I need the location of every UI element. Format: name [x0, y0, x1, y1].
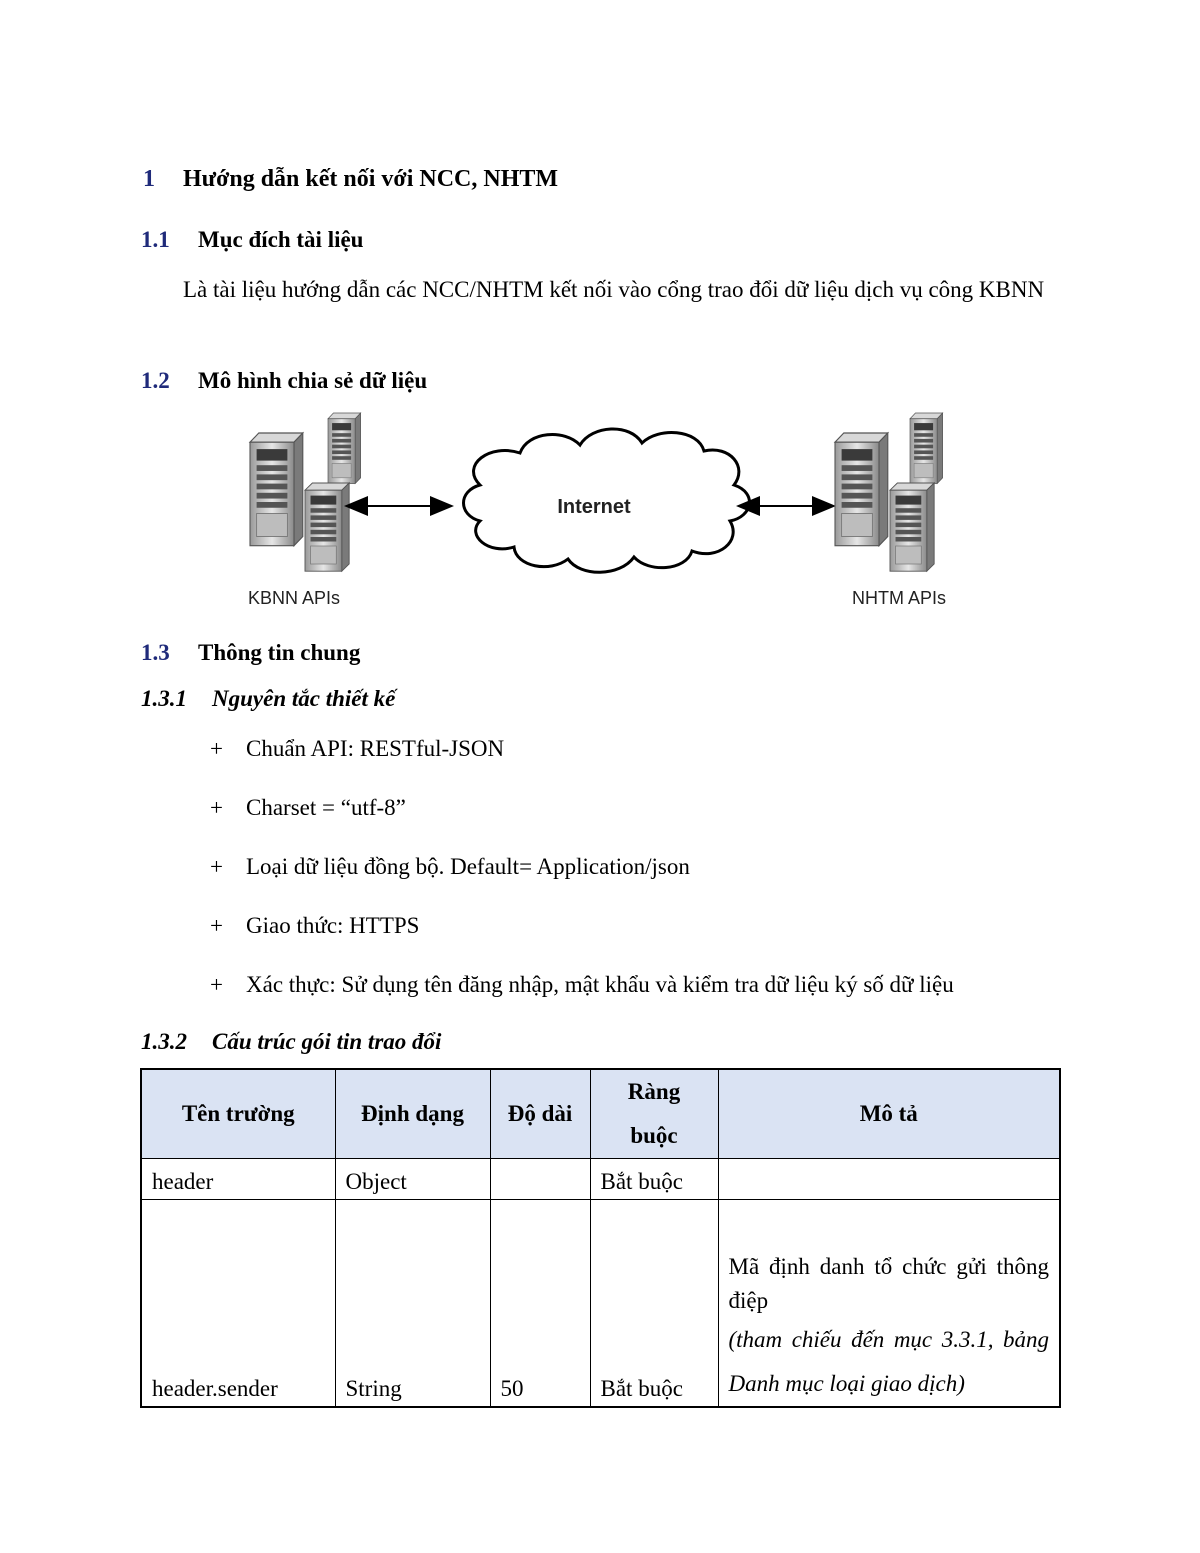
list-item-text: Chuẩn API: RESTful-JSON [246, 736, 505, 761]
section-heading-1-1: 1.1 Mục đích tài liệu [141, 227, 363, 253]
cloud-label: Internet [557, 496, 631, 518]
section-heading-1-3-2: 1.3.2 Cấu trúc gói tin trao đổi [141, 1029, 441, 1055]
cell-length [489, 1158, 591, 1200]
section-number: 1 [143, 166, 155, 192]
list-item: + Loại dữ liệu đồng bộ. Default= Applicat… [210, 854, 690, 880]
section-title: Mục đích tài liệu [198, 227, 364, 252]
section-number: 1.3.2 [141, 1029, 187, 1054]
bullet-symbol: + [210, 913, 223, 938]
cell-constraint: Bắt buộc [589, 1199, 719, 1408]
section-number: 1.1 [141, 227, 170, 252]
data-sharing-diagram: Internet KBNN APIs NHTM APIs [230, 405, 970, 620]
description-text: Mã định danh tổ chức gửi thông điệp [728, 1254, 1050, 1313]
cell-length: 50 [489, 1199, 591, 1408]
message-structure-table: Tên trường Định dạng Độ dài Ràng buộc Mô… [140, 1068, 1061, 1408]
section-title: Thông tin chung [198, 640, 361, 665]
section-heading-1-3-1: 1.3.1 Nguyên tắc thiết kế [141, 686, 395, 712]
right-label: NHTM APIs [852, 588, 946, 608]
section-heading-1: 1 Hướng dẫn kết nối với NCC, NHTM [143, 166, 558, 193]
list-item: + Giao thức: HTTPS [210, 913, 419, 939]
section-heading-1-2: 1.2 Mô hình chia sẻ dữ liệu [141, 368, 427, 394]
section-title: Hướng dẫn kết nối với NCC, NHTM [183, 166, 559, 192]
column-header: Tên trường [140, 1068, 336, 1159]
list-item: + Charset = “utf-8” [210, 795, 406, 821]
section-heading-1-3: 1.3 Thông tin chung [141, 640, 360, 666]
cell-format: String [334, 1199, 491, 1408]
column-header: Mô tả [717, 1068, 1061, 1159]
cell-description [717, 1158, 1061, 1200]
list-item-text: Charset = “utf-8” [246, 795, 406, 820]
list-item-text: Loại dữ liệu đồng bộ. Default= Applicati… [246, 854, 690, 879]
server-icon [834, 412, 944, 572]
column-header: Độ dài [489, 1068, 591, 1159]
list-item-text: Giao thức: HTTPS [246, 913, 420, 938]
section-number: 1.3.1 [141, 686, 187, 711]
cell-description: Mã định danh tổ chức gửi thông điệp (tha… [717, 1199, 1061, 1408]
network-diagram-svg: Internet KBNN APIs NHTM APIs [248, 412, 946, 608]
section-title: Nguyên tắc thiết kế [212, 686, 396, 711]
bullet-symbol: + [210, 795, 223, 820]
table-row: header Object Bắt buộc [140, 1158, 1061, 1200]
table-header-row: Tên trường Định dạng Độ dài Ràng buộc Mô… [140, 1068, 1061, 1159]
purpose-paragraph: Là tài liệu hướng dẫn các NCC/NHTM kết n… [183, 277, 1045, 302]
bullet-symbol: + [210, 736, 223, 761]
column-header: Định dạng [334, 1068, 491, 1159]
server-icon [249, 412, 362, 572]
table-row: header.sender String 50 Bắt buộc Mã định… [140, 1199, 1061, 1408]
column-header: Ràng buộc [589, 1068, 719, 1159]
section-number: 1.3 [141, 640, 170, 665]
cloud-icon [462, 427, 751, 574]
list-item-text: Xác thực: Sử dụng tên đăng nhập, mật khẩ… [246, 972, 954, 997]
bullet-symbol: + [210, 972, 223, 997]
list-item: + Chuẩn API: RESTful-JSON [210, 736, 504, 762]
left-label: KBNN APIs [248, 588, 340, 608]
section-title: Cấu trúc gói tin trao đổi [212, 1029, 442, 1054]
section-number: 1.2 [141, 368, 170, 393]
cell-field: header.sender [140, 1199, 336, 1408]
bullet-symbol: + [210, 854, 223, 879]
cell-constraint: Bắt buộc [589, 1158, 719, 1200]
description-note: (tham chiếu đến mục 3.3.1, bảng Danh mục… [728, 1327, 1050, 1396]
cell-format: Object [334, 1158, 491, 1200]
section-title: Mô hình chia sẻ dữ liệu [198, 368, 428, 393]
cell-field: header [140, 1158, 336, 1200]
list-item: + Xác thực: Sử dụng tên đăng nhập, mật kh… [210, 972, 954, 998]
